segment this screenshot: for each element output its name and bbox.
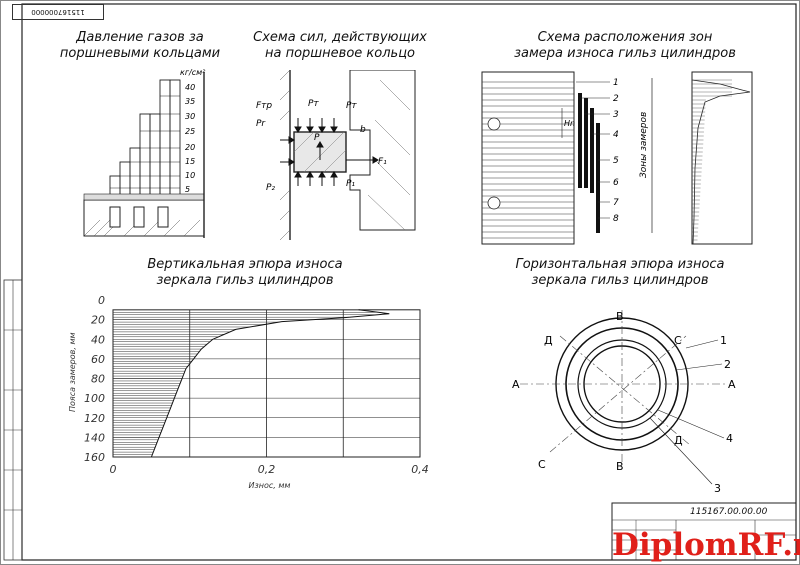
horizontal-title: Горизонтальная эпюра износа зеркала гиль… [515,257,725,288]
label-d-bottom: Д [674,434,683,447]
label-f1: F₁ [378,157,387,167]
zone-8: 8 [613,214,619,224]
x-tick-label: 0,4 [411,463,429,476]
label-n2: 2 [724,358,731,371]
y-axis-label: Пояса замеров, мм [68,332,77,412]
label-pt-right: Pт [346,101,357,111]
y-tick-label: 20 [91,314,105,327]
level-10: 10 [185,171,195,180]
vertical-title: Вертикальная эпюра износа зеркала гильз … [147,257,343,288]
brand-watermark: DiplomRF.ru [612,527,800,563]
hn-label: Hn [564,119,575,128]
label-p1: P₁ [346,179,355,189]
label-n3: 3 [714,482,721,495]
document-code: 115167.00.00.00 [690,507,768,517]
label-c-bottom: С [538,458,546,471]
level-35: 35 [185,97,195,106]
y-tick-label: 120 [84,412,105,425]
label-ftr: Fтр [256,101,272,111]
gas-pressure-title: Давление газов за поршневыми кольцами [59,30,221,61]
forces-title: Схема сил, действующих на поршневое коль… [253,30,427,61]
horizontal-wear-diagram: В В А А Д Д С С 1 2 3 4 [512,310,736,495]
level-5: 5 [185,185,190,194]
zone-6: 6 [613,178,619,188]
y-tick-label: 140 [84,431,105,444]
sheet-stamp-code: 115167000000 [12,4,104,20]
label-pt-top: Pт [308,99,319,109]
zone-4: 4 [613,130,619,140]
label-a-right: А [728,378,736,391]
gas-pressure-diagram: кг/см² 40 35 30 25 20 15 10 5 [83,68,206,238]
y-tick-label: 100 [84,392,105,405]
forces-diagram: Fтр Pт Pт Pr P b F₁ P₁ P₂ [256,70,416,241]
label-d-top: Д [544,334,553,347]
level-15: 15 [185,157,195,166]
x-tick-label: 0 [110,463,117,476]
pressure-unit: кг/см² [180,68,206,77]
label-a-left: А [512,378,520,391]
label-n4: 4 [726,432,733,445]
wear-curve [150,309,390,458]
zone-3: 3 [613,110,619,120]
label-n1: 1 [720,334,727,347]
zones-title: Схема расположения зон замера износа гил… [514,30,736,61]
zone-2: 2 [613,94,619,104]
y-tick-label: 80 [91,373,105,386]
y-tick-label: 60 [91,353,105,366]
label-pr: Pr [256,119,266,129]
zone-7: 7 [613,198,619,208]
label-b: b [360,125,366,135]
zones-label: Зоны замеров [639,112,649,178]
label-p2: P₂ [266,183,275,193]
level-40: 40 [185,83,195,92]
y-tick-label: 0 [98,294,105,307]
x-tick-label: 0,2 [258,463,276,476]
y-tick-label: 40 [91,333,105,346]
zone-1: 1 [613,78,619,88]
label-b-top: В [616,310,624,323]
zone-5: 5 [613,156,619,166]
label-b-bottom: В [616,460,624,473]
title-block [611,502,797,561]
level-25: 25 [185,127,195,136]
level-20: 20 [185,143,195,152]
label-c-top: С [674,334,682,347]
x-axis-label: Износ, мм [249,481,291,490]
y-tick-label: 160 [84,451,105,464]
level-30: 30 [185,112,195,121]
label-p: P [314,133,320,143]
zones-diagram: Hn 1 2 3 4 5 6 7 8 Зоны замеров [481,71,753,245]
